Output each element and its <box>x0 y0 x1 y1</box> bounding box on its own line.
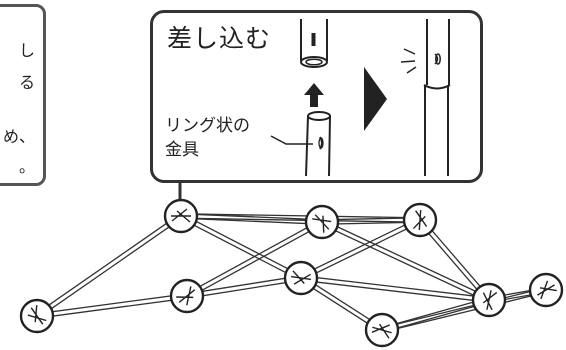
next-step-arrow-icon <box>364 67 387 131</box>
frame-rod <box>381 287 546 329</box>
ring-fitting-icon <box>318 137 324 149</box>
frame-rod <box>322 219 491 299</box>
up-arrow-icon <box>304 83 324 107</box>
upper-tube <box>300 19 328 68</box>
frame-rod <box>320 223 489 303</box>
frame-rod <box>382 291 547 333</box>
lower-tube <box>305 111 331 177</box>
callout-title: 差し込む <box>167 24 272 53</box>
joint-node-icon <box>163 198 199 234</box>
joint-node-icon <box>283 260 319 296</box>
instruction-line-4: 。 <box>18 157 35 176</box>
frame-rod <box>185 219 322 295</box>
ring-fitting-label: リング状の <box>165 116 250 136</box>
joint-node-icon <box>169 278 205 314</box>
insert-detail-callout: 差し込む リング状の 金具 <box>150 10 483 183</box>
frame-rod <box>35 213 181 315</box>
label-leader-line <box>270 135 313 145</box>
frame-rod <box>300 279 489 303</box>
frame-rod <box>36 293 187 315</box>
joint-node-icon <box>364 312 400 348</box>
frame-rod <box>301 221 422 281</box>
click-lines-icon <box>400 48 417 74</box>
frame-rod <box>181 213 303 277</box>
instruction-line-1: し <box>18 41 35 60</box>
frame-rod <box>187 223 324 299</box>
frame-rod <box>301 275 490 299</box>
instruction-line-2: る <box>18 73 35 92</box>
frame-rod <box>417 221 488 302</box>
joint-node-icon <box>528 272 564 308</box>
frame-rods <box>35 213 547 333</box>
joint-node-icon <box>304 204 340 240</box>
instruction-line-3: め、 <box>2 127 35 146</box>
joint-node-icon <box>19 298 55 334</box>
callout-illustration <box>270 19 451 177</box>
instruction-text-panel: し る め、 。 <box>0 4 46 186</box>
frame-rod <box>421 218 492 299</box>
frame-rod <box>180 217 420 223</box>
assembled-tube <box>423 19 451 176</box>
frame-rod <box>187 279 302 299</box>
frame-rod <box>181 213 421 219</box>
frame-rod <box>186 275 301 295</box>
joint-node-icon <box>402 202 438 238</box>
frame-rod <box>37 297 188 319</box>
joint-node-icon <box>471 282 507 318</box>
frame-rod <box>179 217 301 281</box>
ring-fitting-label-2: 金具 <box>165 140 199 160</box>
frame-rod <box>37 217 183 319</box>
frame-rod <box>299 217 420 277</box>
frame-joints <box>19 198 564 348</box>
